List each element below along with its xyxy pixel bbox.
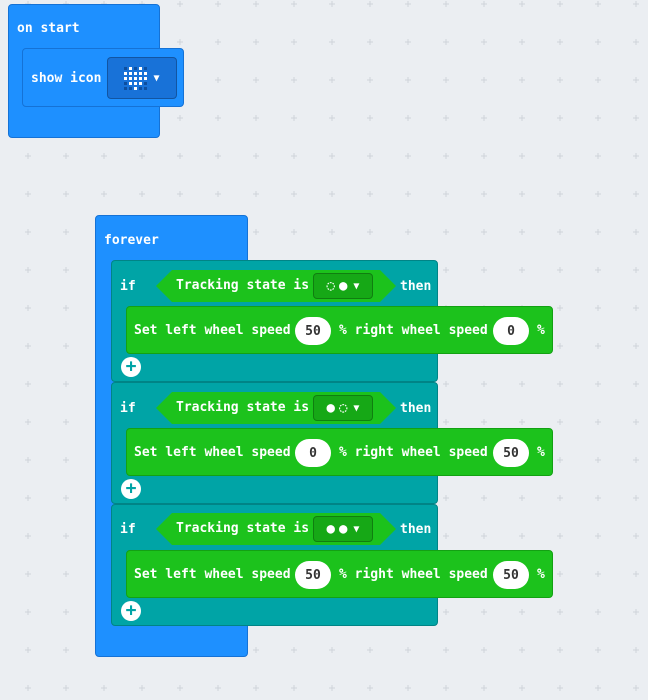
led-pixel — [134, 71, 138, 75]
sensor-left-state: ◌ — [326, 278, 335, 294]
led-pixel — [124, 76, 128, 80]
show-icon-label: show icon — [31, 71, 102, 86]
led-pixel — [134, 81, 138, 85]
percent-label: % — [537, 445, 545, 460]
led-pixel — [129, 71, 133, 75]
then-label: then — [400, 279, 432, 294]
left-speed-input[interactable]: 0 — [295, 439, 331, 467]
show-icon-block[interactable]: show icon ▼ — [22, 48, 184, 107]
if-label: if — [120, 401, 136, 416]
led-pixel — [124, 71, 128, 75]
led-pixel — [144, 76, 148, 80]
percent-label: % — [537, 323, 545, 338]
led-pixel — [129, 86, 133, 90]
icon-preview — [124, 66, 148, 90]
condition-label: Tracking state is — [176, 521, 310, 536]
set-wheel-speed-block-1[interactable]: Set left wheel speed 50 % right wheel sp… — [126, 306, 553, 354]
tracking-state-dropdown[interactable]: ◌ ● ▼ — [313, 273, 373, 299]
then-label: then — [400, 401, 432, 416]
condition-label: Tracking state is — [176, 278, 310, 293]
led-pixel — [144, 71, 148, 75]
led-pixel — [134, 66, 138, 70]
sensor-right-state: ◌ — [338, 400, 348, 416]
right-speed-input[interactable]: 0 — [493, 317, 529, 345]
led-pixel — [144, 86, 148, 90]
led-pixel — [124, 86, 128, 90]
if-label: if — [120, 279, 136, 294]
right-speed-input[interactable]: 50 — [493, 439, 529, 467]
if-label: if — [120, 522, 136, 537]
led-pixel — [139, 86, 143, 90]
left-wheel-label: Set left wheel speed — [134, 323, 291, 338]
left-wheel-label: Set left wheel speed — [134, 567, 291, 582]
forever-label: forever — [104, 233, 159, 248]
led-pixel — [144, 66, 148, 70]
then-label: then — [400, 522, 432, 537]
left-speed-input[interactable]: 50 — [295, 317, 331, 345]
right-wheel-label: % right wheel speed — [339, 323, 488, 338]
sensor-right-state: ● — [338, 278, 348, 294]
sensor-left-state: ● — [326, 400, 335, 416]
led-pixel — [139, 76, 143, 80]
tracking-condition[interactable]: Tracking state is ◌ ● ▼ — [156, 270, 396, 302]
led-pixel — [124, 66, 128, 70]
chevron-down-icon: ▼ — [153, 72, 160, 84]
led-pixel — [129, 66, 133, 70]
led-pixel — [139, 71, 143, 75]
left-wheel-label: Set left wheel speed — [134, 445, 291, 460]
led-pixel — [139, 66, 143, 70]
percent-label: % — [537, 567, 545, 582]
right-wheel-label: % right wheel speed — [339, 567, 488, 582]
led-pixel — [134, 86, 138, 90]
chevron-down-icon: ▼ — [353, 402, 360, 414]
led-pixel — [129, 81, 133, 85]
led-pixel — [129, 76, 133, 80]
right-wheel-label: % right wheel speed — [339, 445, 488, 460]
set-wheel-speed-block-2[interactable]: Set left wheel speed 0 % right wheel spe… — [126, 428, 553, 476]
add-branch-icon[interactable]: + — [121, 601, 141, 621]
chevron-down-icon: ▼ — [353, 280, 360, 292]
sensor-right-state: ● — [338, 521, 348, 537]
tracking-state-dropdown[interactable]: ● ◌ ▼ — [313, 395, 373, 421]
led-pixel — [134, 76, 138, 80]
sensor-left-state: ● — [326, 521, 335, 537]
icon-dropdown[interactable]: ▼ — [107, 57, 177, 99]
add-branch-icon[interactable]: + — [121, 357, 141, 377]
condition-label: Tracking state is — [176, 400, 310, 415]
chevron-down-icon: ▼ — [353, 523, 360, 535]
led-pixel — [144, 81, 148, 85]
led-pixel — [139, 81, 143, 85]
set-wheel-speed-block-3[interactable]: Set left wheel speed 50 % right wheel sp… — [126, 550, 553, 598]
right-speed-input[interactable]: 50 — [493, 561, 529, 589]
led-pixel — [124, 81, 128, 85]
left-speed-input[interactable]: 50 — [295, 561, 331, 589]
add-branch-icon[interactable]: + — [121, 479, 141, 499]
tracking-condition[interactable]: Tracking state is ● ◌ ▼ — [156, 392, 396, 424]
on-start-label: on start — [17, 21, 80, 36]
tracking-condition[interactable]: Tracking state is ● ● ▼ — [156, 513, 396, 545]
tracking-state-dropdown[interactable]: ● ● ▼ — [313, 516, 373, 542]
